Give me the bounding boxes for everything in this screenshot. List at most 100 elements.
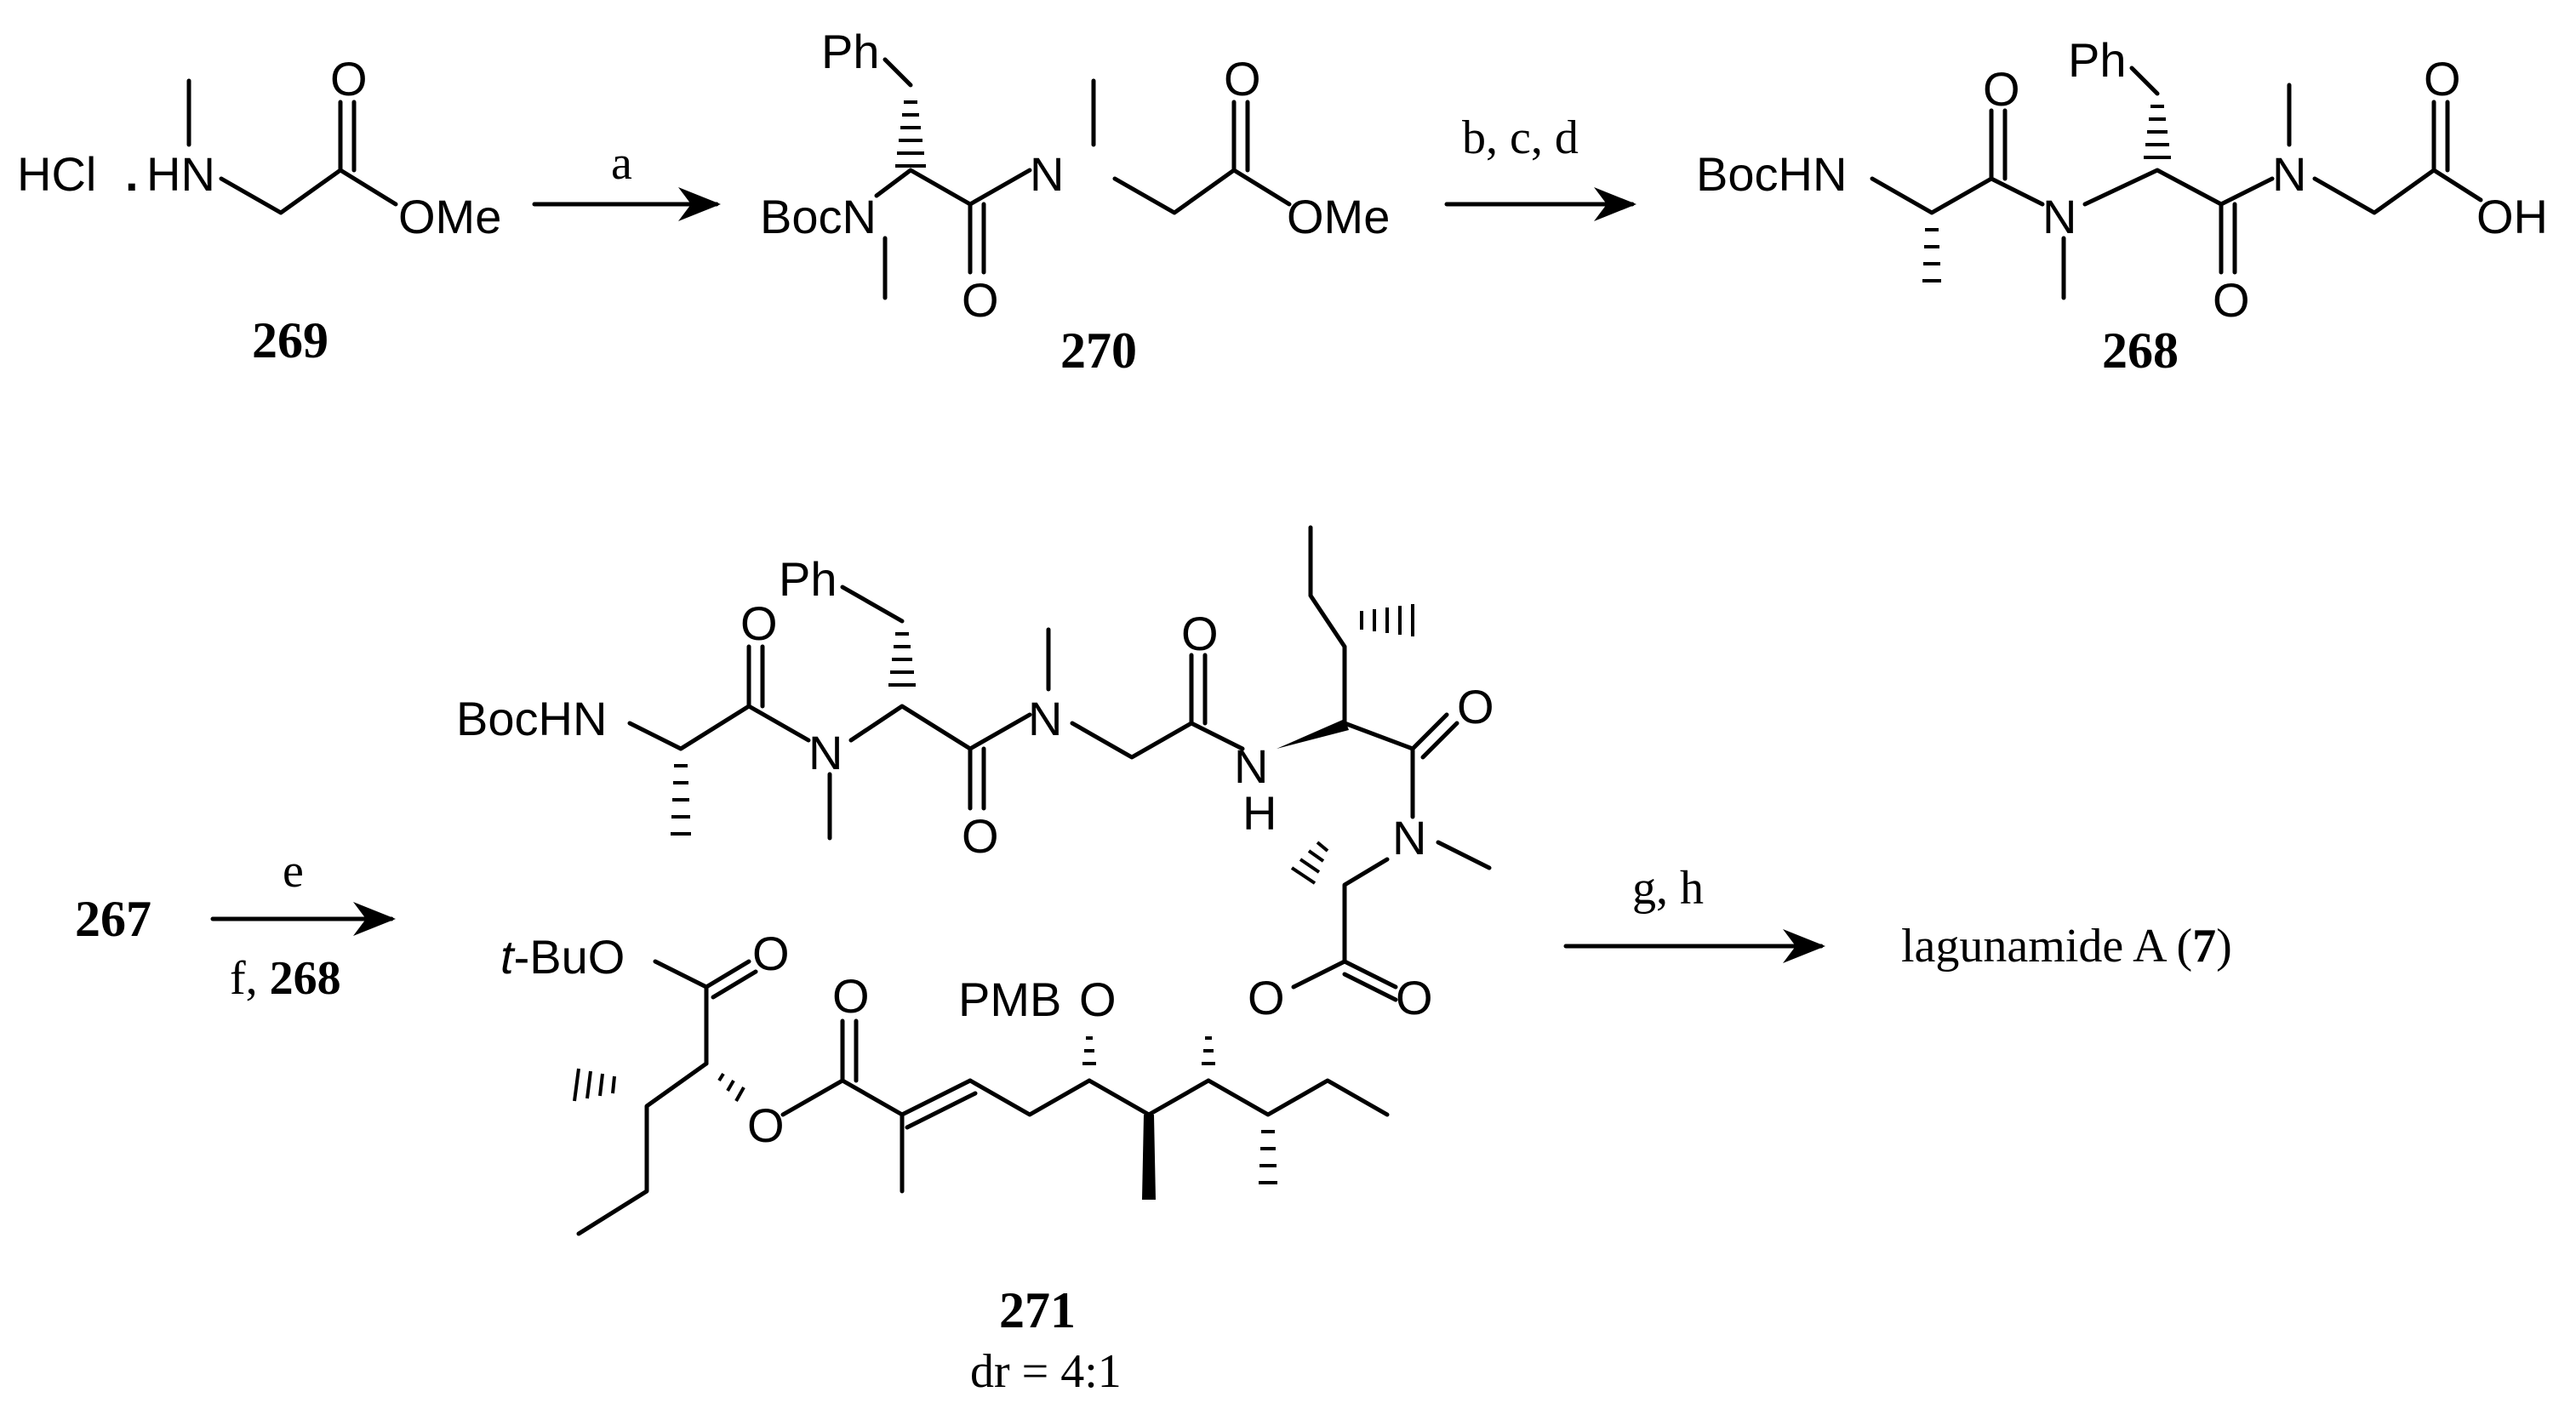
arrow-step-gh: g, h bbox=[1563, 862, 1825, 963]
ile-wedge-bond bbox=[1277, 719, 1349, 749]
glycine-chain-bond bbox=[219, 168, 343, 215]
product-prefix: lagunamide A ( bbox=[1901, 920, 2192, 973]
sar-carbonyl-271 bbox=[1189, 653, 1208, 726]
phe-backbone-268 bbox=[2082, 168, 2224, 207]
arrow-step-ef: e f, 268 bbox=[210, 845, 396, 1005]
carbonyl-double-bond bbox=[338, 100, 357, 173]
benzyl-bond bbox=[882, 57, 913, 88]
phenyl-label-271: Ph bbox=[779, 552, 837, 606]
methyl-wedge-bond bbox=[1142, 1115, 1156, 1200]
enoate-o-label-271: O bbox=[832, 969, 870, 1023]
hiva-o-label-271: O bbox=[747, 1098, 785, 1152]
hiva-hashed-methyl bbox=[573, 1068, 616, 1102]
compound-269-structure: HCl . HN O OMe 269 bbox=[17, 52, 501, 368]
diastereomeric-ratio: dr = 4:1 bbox=[970, 1345, 1122, 1398]
product-suffix: ) bbox=[2216, 920, 2232, 973]
amide-cn-bond bbox=[968, 168, 1032, 207]
reagent-f-compound: 268 bbox=[270, 952, 341, 1005]
ile-o-label-271: O bbox=[1457, 680, 1494, 733]
ile-n-label-271: N bbox=[1234, 739, 1268, 793]
product-label: lagunamide A (7) bbox=[1901, 920, 2232, 973]
ala-o-label-271: O bbox=[740, 596, 778, 650]
tbuo-label-271: t-BuO bbox=[500, 930, 625, 984]
compound-number-270: 270 bbox=[1060, 322, 1137, 379]
hiva-hashed-oxygen bbox=[717, 1072, 745, 1102]
ester-link-bond bbox=[1291, 959, 1347, 990]
terminal-hashed-methyl bbox=[1259, 1130, 1277, 1184]
hiva-chain bbox=[576, 1061, 709, 1236]
ester-carbonyl-270 bbox=[1231, 100, 1250, 173]
hashed-stereo-bond-268 bbox=[2144, 105, 2171, 159]
ester-o-label-270: O bbox=[1224, 52, 1261, 106]
meala-o-label-271: O bbox=[1396, 971, 1433, 1024]
amide-cn-b-268 bbox=[2219, 176, 2275, 207]
ile-co-bond bbox=[1342, 721, 1415, 751]
amide-carbonyl-b-268 bbox=[2219, 202, 2237, 275]
hashed-stereo-bond bbox=[895, 100, 926, 168]
acid-oh-bond bbox=[2431, 168, 2483, 203]
enoate-carbonyl bbox=[840, 1018, 859, 1083]
phe-backbone-271 bbox=[848, 704, 973, 751]
meala-carbonyl bbox=[1342, 959, 1398, 1002]
compound-number-271: 271 bbox=[999, 1282, 1076, 1338]
tbu-ester-bond bbox=[653, 959, 709, 990]
carbonyl-o-label: O bbox=[330, 52, 368, 106]
pmb-label-271: PMB bbox=[958, 973, 1061, 1026]
compound-number-267: 267 bbox=[75, 891, 151, 947]
ala-backbone-271 bbox=[627, 704, 751, 751]
alanine-backbone-268 bbox=[1870, 176, 1994, 215]
hcl-label: HCl bbox=[17, 147, 96, 201]
ile-carbonyl bbox=[1410, 712, 1459, 760]
chain-c4-c6 bbox=[968, 1078, 1092, 1117]
amide-carbonyl-270 bbox=[968, 202, 986, 275]
arrow-step-bcd: b, c, d bbox=[1444, 111, 1636, 221]
phenyl-label-268: Ph bbox=[2068, 33, 2127, 87]
reagent-label-gh: g, h bbox=[1632, 862, 1704, 915]
tbuo-rest: -BuO bbox=[514, 930, 625, 984]
hashed-stereo-bond-271-phe bbox=[888, 632, 916, 687]
chain-c8-terminal bbox=[1206, 1078, 1390, 1117]
phe-n-label-271: N bbox=[808, 726, 842, 779]
ile-nh-h-label-271: H bbox=[1242, 786, 1277, 840]
reagent-label-bcd: b, c, d bbox=[1462, 111, 1579, 164]
ala-hashed-methyl-271 bbox=[671, 764, 691, 836]
salt-dot: . bbox=[125, 147, 139, 201]
ome-label-270: OMe bbox=[1287, 190, 1390, 243]
tbu-carbonyl bbox=[704, 959, 758, 1000]
amide-cn-a-268 bbox=[1989, 176, 2045, 207]
amide-o-b-label: O bbox=[2213, 273, 2250, 327]
product-number: 7 bbox=[2192, 920, 2216, 973]
chain-c6-c8 bbox=[1087, 1078, 1211, 1117]
sar-chain-271 bbox=[1070, 721, 1194, 760]
ala-carbonyl-271 bbox=[746, 644, 765, 709]
bochn-label-271: BocHN bbox=[456, 692, 607, 745]
amide-o-label-270: O bbox=[962, 273, 999, 327]
sar-n-label-271: N bbox=[1028, 692, 1062, 745]
ome-label: OMe bbox=[398, 190, 501, 243]
ester-o-label-271: O bbox=[1248, 971, 1285, 1024]
compound-number-268: 268 bbox=[2102, 322, 2179, 379]
ile-hashed-methyl bbox=[1360, 604, 1414, 636]
sarcosine-chain-268 bbox=[2312, 168, 2436, 215]
amide-n-label-270: N bbox=[1030, 147, 1064, 201]
meala-n-methyl bbox=[1436, 840, 1492, 870]
compound-268-structure: Ph BocHN O N O N O OH 268 bbox=[1696, 33, 2548, 379]
phe-cn-bond-271 bbox=[968, 712, 1032, 751]
alpha-carbon-bonds bbox=[874, 168, 973, 207]
acid-carbonyl-268 bbox=[2431, 100, 2450, 173]
acyl-o-bond bbox=[780, 1078, 845, 1117]
amide-o-a-label: O bbox=[1983, 62, 2020, 116]
ala-cn-bond-271 bbox=[746, 704, 811, 743]
bochn-label-268: BocHN bbox=[1696, 147, 1847, 201]
compound-number-269: 269 bbox=[252, 312, 328, 368]
amide-carbonyl-a-268 bbox=[1989, 108, 2008, 181]
meala-backbone bbox=[1342, 857, 1390, 964]
reagent-label-a: a bbox=[611, 137, 632, 190]
compound-271-structure: Ph BocHN O N O N O N bbox=[456, 525, 1494, 1398]
benzyl-bond-268 bbox=[2129, 66, 2160, 96]
amine-hn-label: HN bbox=[146, 147, 215, 201]
acid-o-label: O bbox=[2424, 52, 2461, 106]
enoate-alpha-methyl bbox=[840, 1078, 905, 1194]
phe-carbonyl-271 bbox=[968, 746, 986, 811]
